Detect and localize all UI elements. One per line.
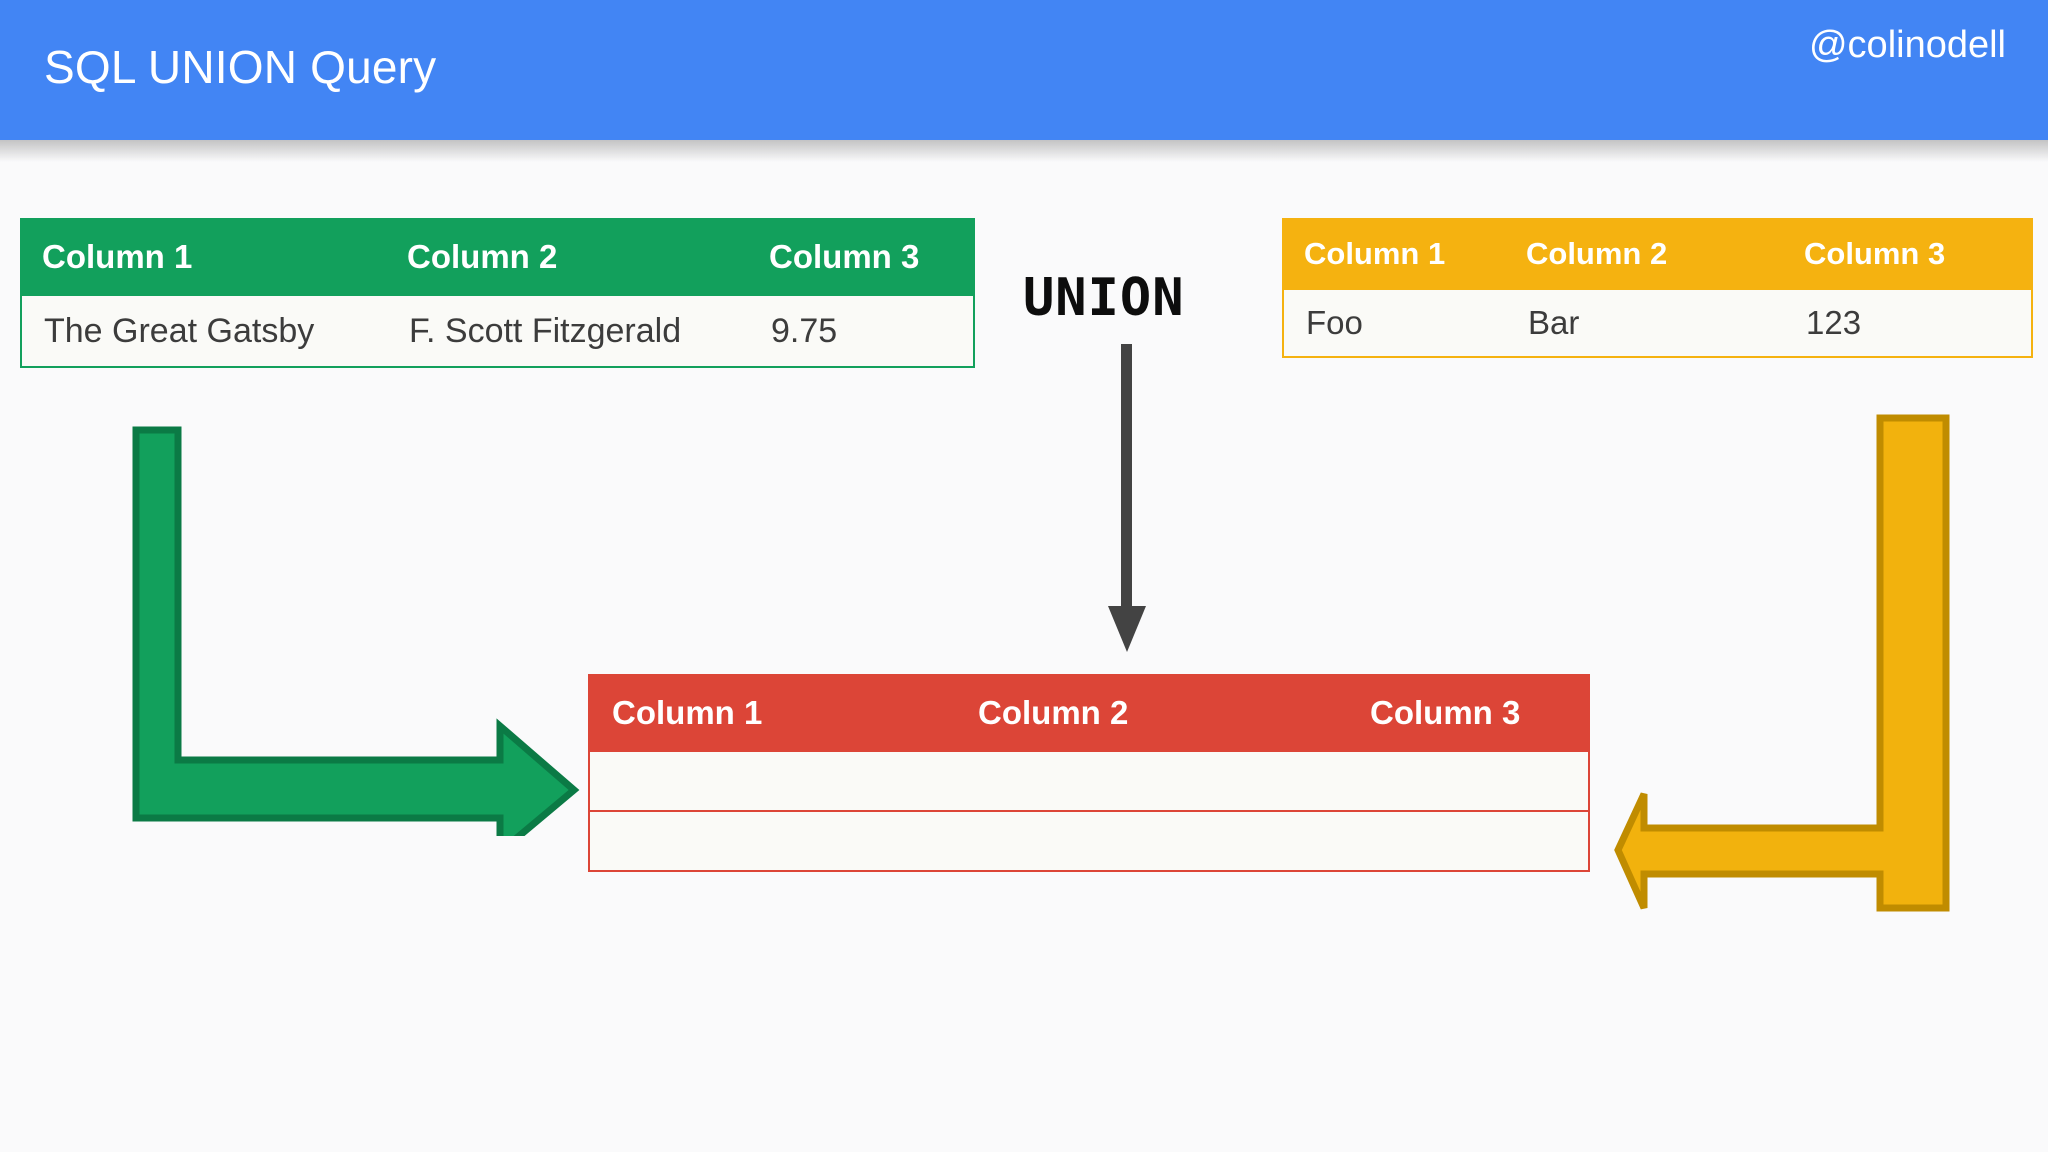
column-header-2: Column 2 <box>1526 236 1668 271</box>
cell-column-3: 123 <box>1806 304 1862 341</box>
table-row <box>588 812 1590 872</box>
table-row <box>588 752 1590 812</box>
column-header-3: Column 3 <box>769 238 920 275</box>
column-header-2: Column 2 <box>407 238 558 275</box>
column-header-3: Column 3 <box>1370 694 1521 731</box>
table-row: The Great Gatsby F. Scott Fitzgerald 9.7… <box>20 296 975 368</box>
down-arrow-icon <box>1108 344 1146 652</box>
cell-column-1: The Great Gatsby <box>44 311 315 350</box>
table-header-row: Column 1 Column 2 Column 3 <box>20 218 975 296</box>
union-operator-label: UNION <box>1023 268 1185 328</box>
header-shadow <box>0 140 2048 162</box>
header-banner <box>0 0 2048 140</box>
page-title: SQL UNION Query <box>44 41 437 93</box>
result-table: Column 1 Column 2 Column 3 <box>588 674 1590 872</box>
table-row: Foo Bar 123 <box>1282 290 2033 358</box>
table-header-row: Column 1 Column 2 Column 3 <box>588 674 1590 752</box>
cell-column-2: Bar <box>1528 304 1580 341</box>
elbow-arrow-right-icon <box>132 426 580 836</box>
author-handle: @colinodell <box>1808 24 2006 66</box>
source-table-left: Column 1 Column 2 Column 3 The Great Gat… <box>20 218 975 368</box>
column-header-1: Column 1 <box>42 238 193 275</box>
elbow-arrow-left-icon <box>1614 414 1950 912</box>
table-header-row: Column 1 Column 2 Column 3 <box>1282 218 2033 290</box>
cell-column-1: Foo <box>1306 304 1363 341</box>
column-header-2: Column 2 <box>978 694 1129 731</box>
column-header-3: Column 3 <box>1804 236 1946 271</box>
column-header-1: Column 1 <box>612 694 763 731</box>
column-header-1: Column 1 <box>1304 236 1446 271</box>
cell-column-2: F. Scott Fitzgerald <box>409 311 682 350</box>
source-table-right: Column 1 Column 2 Column 3 Foo Bar 123 <box>1282 218 2033 358</box>
cell-column-3: 9.75 <box>771 311 838 350</box>
